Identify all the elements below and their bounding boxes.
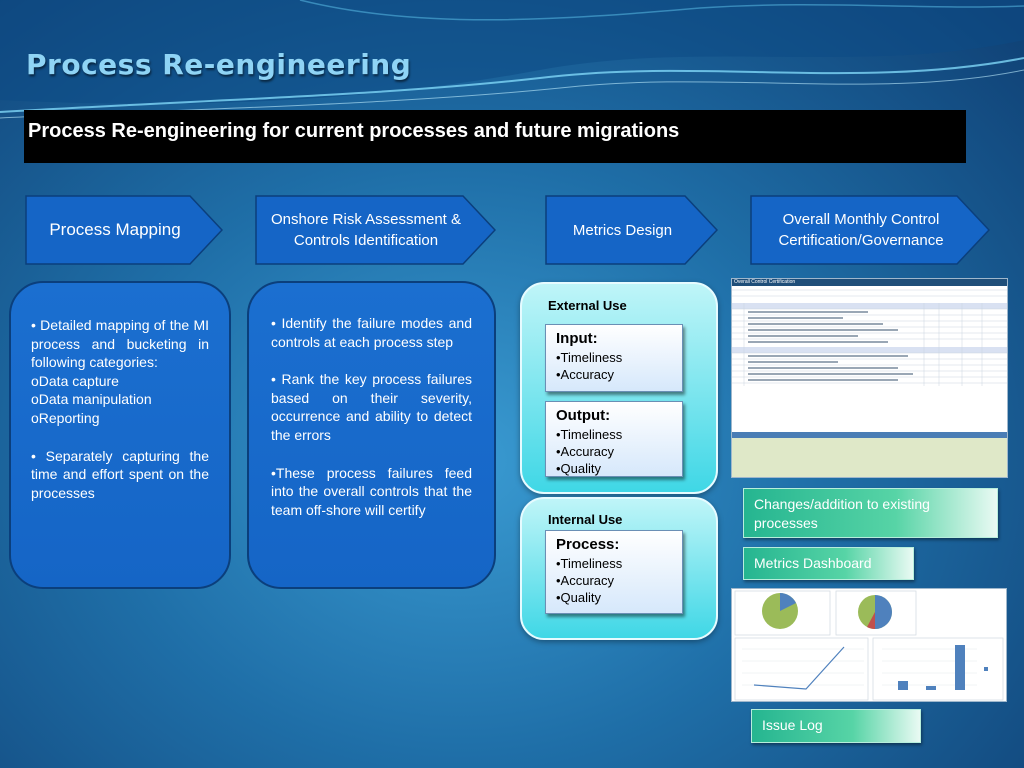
- step-label: Overall Monthly Control Certification/Go…: [778, 211, 944, 249]
- time-effort-note: • Separately capturing the time and effo…: [31, 447, 209, 501]
- chevron-arrow-icon: [545, 195, 718, 265]
- chevron-arrow-icon: [255, 195, 496, 265]
- metric-item: •Timeliness: [556, 555, 623, 571]
- step-label: Metrics Design: [572, 221, 673, 239]
- metrics-dashboard-button[interactable]: Metrics Dashboard: [743, 547, 914, 580]
- metric-item: •Timeliness: [556, 349, 623, 365]
- step-label: Onshore Risk Assessment & Controls Ident…: [270, 211, 462, 249]
- risk-point: • Identify the failure modes and control…: [271, 315, 472, 350]
- dashboard-charts-image: [732, 589, 1006, 701]
- risk-point: •These process failures feed into the ov…: [271, 464, 472, 518]
- step-risk-assessment: Onshore Risk Assessment & Controls Ident…: [255, 195, 496, 265]
- page-title: Process Re-engineering: [26, 48, 412, 81]
- mapping-description: • Detailed mapping of the MI process and…: [31, 317, 209, 371]
- process-metrics-box: Process: •Timeliness •Accuracy •Quality: [545, 530, 683, 614]
- metric-item: •Accuracy: [556, 366, 615, 382]
- spreadsheet-title: Overall Control Certification: [732, 279, 1007, 286]
- metric-item: •Quality: [556, 461, 602, 477]
- step-process-mapping: Process Mapping: [25, 195, 223, 265]
- external-use-label: External Use: [548, 298, 627, 313]
- category-item: oData manipulation: [31, 391, 152, 408]
- chevron-arrow-icon: [25, 195, 223, 265]
- step-metrics-design: Metrics Design: [545, 195, 718, 265]
- internal-use-label: Internal Use: [548, 512, 623, 527]
- spreadsheet-image: [732, 286, 1007, 477]
- metrics-dashboard-thumbnail: [731, 588, 1007, 702]
- risk-point: • Rank the key process failures based on…: [271, 371, 472, 444]
- process-mapping-panel: • Detailed mapping of the MI process and…: [9, 281, 231, 589]
- category-item: oReporting: [31, 410, 100, 427]
- metric-item: •Quality: [556, 590, 602, 606]
- input-metrics-box: Input: •Timeliness •Accuracy: [545, 324, 683, 392]
- step-label: Process Mapping: [49, 220, 181, 240]
- metric-item: •Timeliness: [556, 426, 623, 442]
- output-title: Output:: [556, 407, 611, 424]
- input-title: Input:: [556, 330, 598, 347]
- metric-item: •Accuracy: [556, 572, 615, 588]
- category-item: oData capture: [31, 372, 119, 389]
- issue-log-button[interactable]: Issue Log: [751, 709, 921, 743]
- chevron-arrow-icon: [750, 195, 990, 265]
- changes-addition-button[interactable]: Changes/addition to existing processes: [743, 488, 998, 538]
- output-metrics-box: Output: •Timeliness •Accuracy •Quality: [545, 401, 683, 477]
- metric-item: •Accuracy: [556, 443, 615, 459]
- process-title: Process:: [556, 536, 620, 553]
- step-control-certification: Overall Monthly Control Certification/Go…: [750, 195, 990, 265]
- subtitle-banner: Process Re-engineering for current proce…: [24, 110, 966, 163]
- certification-spreadsheet-thumbnail: Overall Control Certification: [731, 278, 1008, 478]
- risk-assessment-panel: • Identify the failure modes and control…: [247, 281, 496, 589]
